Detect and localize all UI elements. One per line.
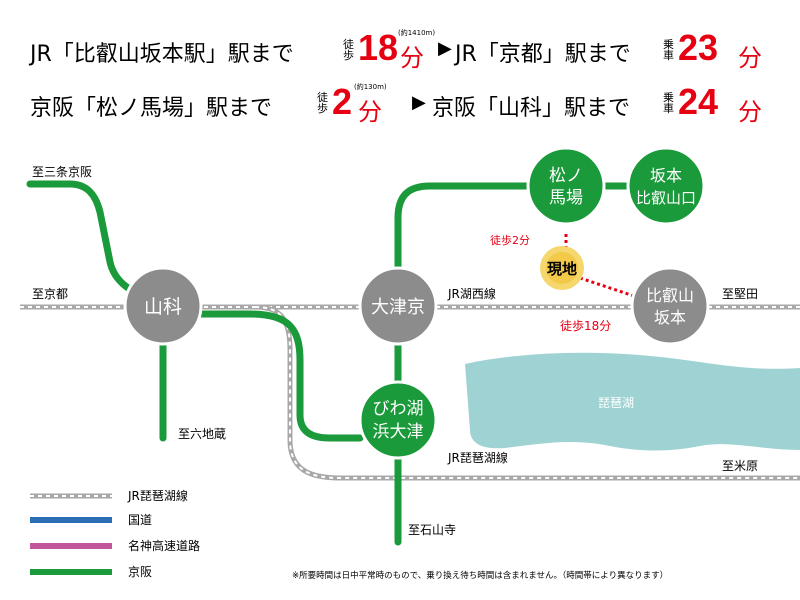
station-biwako-hamaotsu-label-1: びわ湖 <box>373 399 424 419</box>
station-biwako-hamaotsu-label-2: 浜大津 <box>373 422 424 442</box>
direction-ishiyamadera: 至石山寺 <box>408 523 456 537</box>
current-location-core <box>546 252 578 284</box>
row1-arrow-icon: ▶ <box>438 38 452 59</box>
walk-path-hieizan <box>579 276 635 298</box>
row1-right-value: 23 <box>678 27 719 68</box>
current-location-label: 現地 <box>547 260 577 278</box>
legend-label-keihan: 京阪 <box>128 565 152 579</box>
row2-left-unit: 分 <box>358 98 382 126</box>
station-hieizan-sakamoto-label-1: 比叡山 <box>646 286 694 305</box>
line-label-jr-kosei: JR湖西線 <box>447 286 496 301</box>
station-matsunobaba[interactable] <box>526 146 606 226</box>
legend-item-jr-biwako: JR琵琶湖線 <box>30 488 188 503</box>
legend-label-jr-biwako: JR琵琶湖線 <box>127 488 188 503</box>
station-biwako-hamaotsu[interactable] <box>358 380 438 460</box>
direction-kyoto: 至京都 <box>32 287 68 301</box>
row1-left-unit: 分 <box>400 44 424 72</box>
station-sakamoto-hieizanguchi-label-1: 坂本 <box>650 166 682 185</box>
station-yamashina[interactable] <box>123 266 203 346</box>
row1-right-unit: 分 <box>738 44 762 72</box>
legend-item-keihan: 京阪 <box>30 565 152 579</box>
row2-right-label: 京阪「山科」駅まで <box>432 96 631 121</box>
legend: JR琵琶湖線 国道 名神高速道路 京阪 <box>30 488 200 579</box>
station-sakamoto-hieizanguchi[interactable] <box>626 146 706 226</box>
row2-left-label: 京阪「松ノ馬場」駅まで <box>30 96 273 121</box>
row2-arrow-icon: ▶ <box>412 92 426 113</box>
footnote: ※所要時間は日中平常時のもので、乗り換え待ち時間は含まれません。（時間帯により異… <box>292 570 668 581</box>
station-matsunobaba-label-1: 松ノ <box>549 166 583 186</box>
legend-item-meishin: 名神高速道路 <box>30 538 200 553</box>
legend-item-national-road: 国道 <box>30 513 152 527</box>
lake-label: 琵琶湖 <box>598 395 634 410</box>
legend-label-national-road: 国道 <box>128 513 152 527</box>
station-otsukyo[interactable] <box>358 266 438 346</box>
row2-left-note: (約130m) <box>354 83 387 91</box>
row2-right-value: 24 <box>678 81 719 122</box>
walk-label-hieizan: 徒歩18分 <box>560 318 611 333</box>
direction-rokujizo: 至六地蔵 <box>178 427 226 441</box>
row2-left-mode: 徒歩 <box>317 91 328 115</box>
row1-left-note: (約1410m) <box>398 29 436 37</box>
station-sakamoto-hieizanguchi-label-2: 比叡山口 <box>636 189 696 207</box>
station-yamashina-label: 山科 <box>144 296 182 318</box>
station-otsukyo-label: 大津京 <box>371 297 425 318</box>
row1-right-mode: 乗車 <box>663 38 674 62</box>
row2-left-value: 2 <box>332 81 353 122</box>
row1-right-label: JR「京都」駅まで <box>455 42 631 67</box>
station-hieizan-sakamoto[interactable] <box>630 266 710 346</box>
lake-biwa <box>465 352 800 451</box>
row1-left-value: 18 <box>358 27 399 68</box>
line-label-jr-biwako: JR琵琶湖線 <box>447 450 508 465</box>
legend-label-meishin: 名神高速道路 <box>128 538 200 553</box>
direction-sanjo-keihan: 至三条京阪 <box>32 165 92 179</box>
row1-left-mode: 徒歩 <box>343 38 354 62</box>
station-matsunobaba-label-2: 馬場 <box>549 188 583 208</box>
station-hieizan-sakamoto-label-2: 坂本 <box>654 308 686 327</box>
row1-left-label: JR「比叡山坂本駅」駅まで <box>30 42 294 67</box>
headline: JR「比叡山坂本駅」駅まで 徒歩 18 分 (約1410m) ▶ JR「京都」駅… <box>0 0 800 140</box>
jr-biwako-line <box>254 304 800 481</box>
direction-katata: 至堅田 <box>722 287 758 301</box>
row2-right-unit: 分 <box>738 98 762 126</box>
row2-right-mode: 乗車 <box>663 91 674 115</box>
walk-label-matsunobaba: 徒歩2分 <box>490 233 530 247</box>
direction-maibara: 至米原 <box>722 459 758 473</box>
